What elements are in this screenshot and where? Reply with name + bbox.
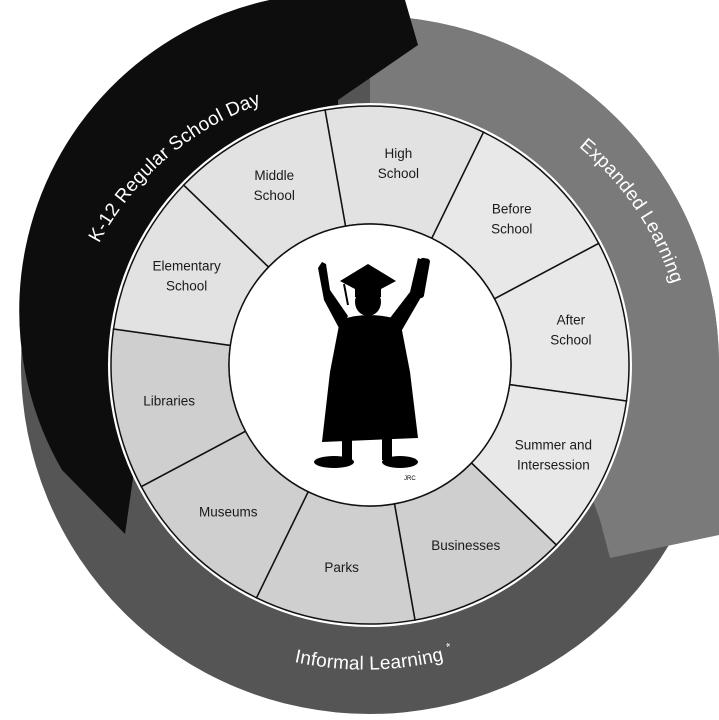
graduate-icon [314,257,430,468]
segment-label-line: Elementary [153,259,222,274]
segment-label-line: Intersession [517,457,590,472]
segment-label-line: School [254,188,295,203]
artist-signature: JRC [404,476,416,482]
segment-label-line: School [491,221,532,236]
segment-label-businesses: Businesses [431,538,500,553]
segment-label-line: Before [492,201,532,216]
segment-label-libraries: Libraries [143,393,195,408]
segment-label-line: School [378,166,419,181]
segment-label-line: Businesses [431,538,500,553]
segment-label-line: Summer and [515,437,592,452]
segment-label-line: Middle [254,168,294,183]
segment-label-line: Museums [199,505,258,520]
segment-label-line: School [550,333,591,348]
segment-label-line: After [557,313,586,328]
segment-label-parks: Parks [324,560,359,575]
segment-label-museums: Museums [199,505,258,520]
segment-label-line: Libraries [143,393,195,408]
segment-label-line: High [385,146,413,161]
segment-label-line: School [166,279,207,294]
segment-label-line: Parks [324,560,359,575]
